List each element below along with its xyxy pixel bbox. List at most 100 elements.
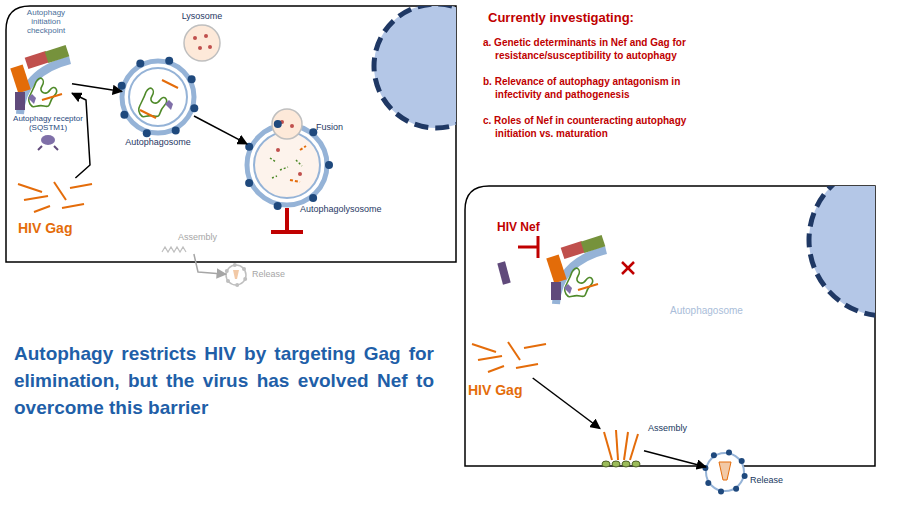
budding-part bbox=[624, 432, 628, 460]
autophagosome-part bbox=[129, 68, 187, 126]
list-item: b. Relevance of autophagy antagonism in … bbox=[483, 75, 713, 101]
right-virion-part bbox=[719, 462, 731, 480]
membrane-dot bbox=[190, 104, 198, 112]
autophagosome-part bbox=[140, 110, 156, 118]
connector-arrow bbox=[72, 84, 122, 92]
connector-arrow bbox=[72, 93, 90, 178]
lysosome-part bbox=[193, 36, 197, 40]
membrane-dot bbox=[733, 486, 739, 492]
autophagolysosome-part bbox=[272, 109, 302, 139]
membrane-dot bbox=[242, 267, 246, 271]
membrane-dot bbox=[274, 120, 282, 128]
node-label: Autophagy receptor (SQSTM1) bbox=[8, 114, 88, 132]
red-cross-part bbox=[622, 262, 634, 274]
lysosome-part bbox=[184, 25, 220, 61]
receptor-shape: Autophagy receptor (SQSTM1) bbox=[36, 134, 60, 152]
membrane-dot bbox=[143, 129, 151, 137]
gag-strands: HIV Gag bbox=[14, 178, 94, 216]
left-virion bbox=[225, 263, 247, 287]
left-gag bbox=[18, 182, 92, 212]
lysosome-part bbox=[198, 46, 202, 50]
membrane-dot bbox=[274, 202, 282, 210]
fusion-label: Fusion bbox=[316, 122, 376, 132]
autophagosome-part bbox=[122, 61, 194, 133]
left-complex-part bbox=[10, 45, 70, 114]
receptor-part bbox=[38, 146, 42, 150]
receptor-part bbox=[41, 135, 55, 145]
budding bbox=[602, 430, 640, 467]
membrane-dot bbox=[705, 480, 711, 486]
membrane-dot bbox=[718, 489, 724, 495]
autophagolysosome-part bbox=[270, 158, 302, 178]
right-cell bbox=[465, 164, 900, 466]
nef-inhibition bbox=[518, 236, 538, 258]
node-label: Assembly bbox=[178, 232, 238, 242]
red-cross bbox=[622, 262, 634, 274]
left-gag-part bbox=[18, 182, 92, 212]
node-label: HIV Gag bbox=[18, 220, 108, 236]
membrane-dot bbox=[188, 75, 196, 83]
node-label: Autophagosome bbox=[108, 137, 208, 147]
list-item: c. Roles of Nef in counteracting autopha… bbox=[483, 114, 713, 140]
right-complex-part bbox=[546, 235, 606, 304]
becn1-block bbox=[497, 261, 510, 284]
receptor-part bbox=[54, 146, 58, 150]
connector-arrow bbox=[194, 116, 247, 144]
virion-circle: Release bbox=[226, 265, 246, 285]
budding-part bbox=[612, 461, 620, 467]
right-virion bbox=[702, 449, 747, 494]
right-virion-part bbox=[706, 453, 744, 491]
lysosome-circle: Lysosome bbox=[184, 25, 220, 61]
nef-label: HIV Nef bbox=[497, 220, 567, 234]
budding-part bbox=[630, 434, 638, 460]
autophagolysosome-part bbox=[254, 132, 320, 198]
lysosome-part bbox=[208, 45, 212, 49]
inhibition-bar-part bbox=[285, 208, 289, 232]
node-label: Release bbox=[750, 475, 810, 485]
assembly-marks-part bbox=[162, 247, 186, 252]
right-gag-part bbox=[472, 342, 546, 372]
assembly-marks bbox=[162, 247, 186, 252]
nef-inhibition-part bbox=[537, 236, 540, 258]
node-label: Release bbox=[252, 269, 312, 279]
autophagolysosome-part bbox=[290, 146, 306, 182]
section-heading: Currently investigating: bbox=[488, 10, 728, 25]
membrane-dot bbox=[309, 194, 317, 202]
becn1-block-part bbox=[497, 261, 510, 284]
faded-label: Autophagosome bbox=[670, 305, 780, 317]
budding-part bbox=[604, 432, 612, 460]
gag-strands: HIV Gag bbox=[468, 338, 544, 378]
lysosome bbox=[184, 25, 220, 61]
right-complex bbox=[546, 235, 606, 304]
connector-arrow bbox=[644, 451, 706, 467]
lysosome-part bbox=[204, 34, 208, 38]
membrane-dot bbox=[226, 279, 230, 283]
autophagosome-circle: Autophagosome bbox=[122, 61, 194, 133]
left-virion-part bbox=[226, 265, 246, 285]
membrane-dot bbox=[165, 57, 173, 65]
budding-part bbox=[622, 461, 630, 467]
membrane-dot bbox=[120, 111, 128, 119]
node-label: HIV Gag bbox=[468, 382, 558, 398]
membrane-dot bbox=[243, 277, 247, 281]
receptor bbox=[38, 135, 58, 150]
membrane-dot bbox=[711, 452, 717, 458]
node-label: Lysosome bbox=[162, 11, 242, 21]
autophagolysosome-part bbox=[276, 148, 280, 152]
assembly-site: Assembly bbox=[160, 228, 222, 254]
autophagolysosome-part bbox=[298, 172, 302, 176]
membrane-dot bbox=[739, 458, 745, 464]
node-label: Assembly bbox=[648, 423, 708, 433]
autophagolysosome-part bbox=[290, 124, 294, 128]
assembly-site: Assembly bbox=[600, 425, 644, 465]
left-virion-part bbox=[233, 270, 239, 279]
membrane-dot bbox=[742, 473, 748, 479]
connector-arrow bbox=[194, 254, 226, 274]
autophagosome-part bbox=[162, 80, 178, 88]
node-label: Autophagy initiation checkpoint bbox=[18, 8, 74, 35]
red-cross-part bbox=[622, 262, 634, 274]
budding-part bbox=[632, 461, 640, 467]
summary-text: Autophagy restricts HIV by targeting Gag… bbox=[14, 340, 434, 421]
autophagosome bbox=[118, 57, 199, 138]
